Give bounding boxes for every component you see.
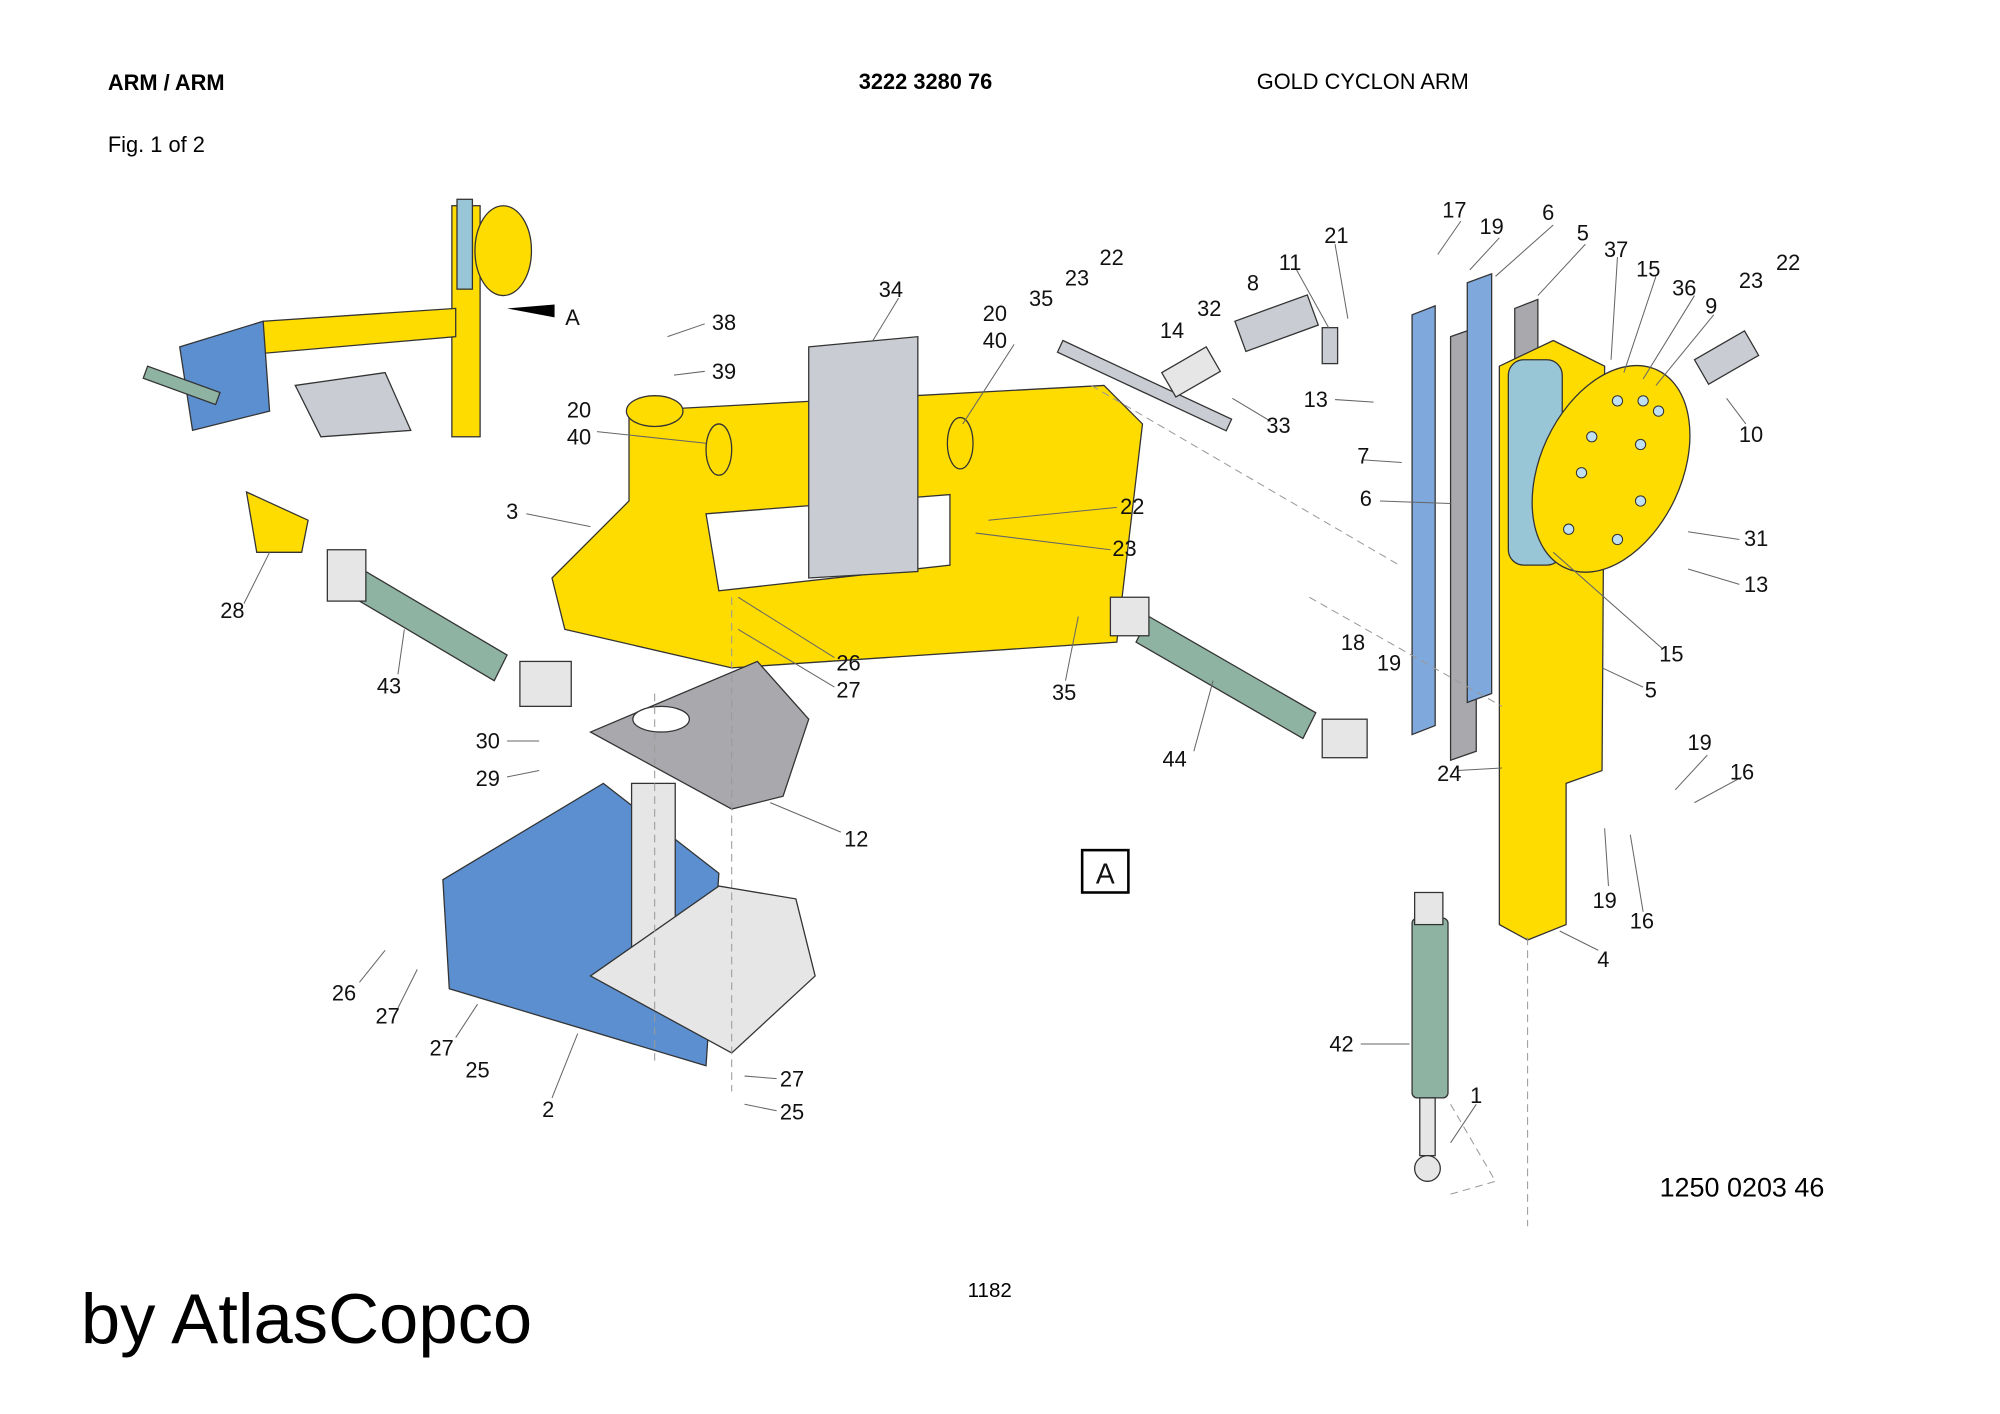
callout-6: 6 xyxy=(1542,200,1554,225)
callout-25: 25 xyxy=(465,1057,489,1082)
cylinder-42 xyxy=(1411,891,1449,1182)
strip-7 xyxy=(1411,304,1436,736)
header-part-number: 3222 3280 76 xyxy=(859,69,992,94)
callout-19: 19 xyxy=(1687,730,1711,755)
callout-8: 8 xyxy=(1247,270,1259,295)
callout-43: 43 xyxy=(377,674,401,699)
callout-27: 27 xyxy=(376,1003,400,1028)
callout-38: 38 xyxy=(712,310,736,335)
callout-11: 11 xyxy=(1279,250,1302,275)
callout-18: 18 xyxy=(1341,630,1365,655)
callout-5: 5 xyxy=(1645,677,1657,702)
callout-22: 22 xyxy=(1120,494,1144,519)
callout-6: 6 xyxy=(1360,486,1372,511)
callout-23: 23 xyxy=(1112,536,1136,561)
callout-7: 7 xyxy=(1357,444,1369,469)
callout-27: 27 xyxy=(429,1036,453,1061)
callout-25: 25 xyxy=(780,1100,804,1125)
callout-21: 21 xyxy=(1324,223,1348,248)
main-arm-frame xyxy=(551,335,1144,669)
detail-box xyxy=(1080,848,1130,894)
callout-9: 9 xyxy=(1705,294,1717,319)
callout-12: 12 xyxy=(844,826,868,851)
callout-26: 26 xyxy=(332,980,356,1005)
watermark: by AtlasCopco xyxy=(81,1279,532,1358)
callout-5: 5 xyxy=(1577,220,1589,245)
callout-31: 31 xyxy=(1744,526,1768,551)
page-number: 1182 xyxy=(968,1279,1012,1302)
callout-30: 30 xyxy=(476,729,500,754)
callout-42: 42 xyxy=(1329,1032,1353,1057)
callout-27: 27 xyxy=(836,677,860,702)
header-title: ARM / ARM xyxy=(108,70,225,95)
callout-22: 22 xyxy=(1776,250,1800,275)
callout-1: 1 xyxy=(1470,1083,1482,1108)
callout-35: 35 xyxy=(1029,286,1053,311)
callout-15: 15 xyxy=(1636,256,1660,281)
column xyxy=(1498,339,1691,941)
callout-40: 40 xyxy=(983,328,1007,353)
callout-labels: 1719653715369232210311315521118321433137… xyxy=(220,197,1800,1124)
callout-34: 34 xyxy=(879,277,903,302)
callout-20: 20 xyxy=(983,301,1007,326)
callout-23: 23 xyxy=(1065,265,1089,290)
callout-14: 14 xyxy=(1160,318,1184,343)
callout-23: 23 xyxy=(1739,268,1763,293)
callout-19: 19 xyxy=(1377,650,1401,675)
callout-40: 40 xyxy=(567,424,591,449)
callout-36: 36 xyxy=(1672,276,1696,301)
detail-box-label: A xyxy=(1096,858,1115,890)
cylinder-44 xyxy=(1109,596,1368,759)
callout-19: 19 xyxy=(1480,214,1504,239)
callout-16: 16 xyxy=(1630,908,1654,933)
callout-37: 37 xyxy=(1604,237,1628,262)
callout-39: 39 xyxy=(712,359,736,384)
callout-24: 24 xyxy=(1437,761,1461,786)
detail-marker: A xyxy=(565,305,580,330)
callout-19: 19 xyxy=(1592,888,1616,913)
callout-15: 15 xyxy=(1659,641,1683,666)
callout-3: 3 xyxy=(506,499,518,524)
callout-44: 44 xyxy=(1162,747,1186,772)
callout-4: 4 xyxy=(1597,947,1609,972)
callout-2: 2 xyxy=(542,1097,554,1122)
figure-label: Fig. 1 of 2 xyxy=(108,132,205,157)
drawing-number: 1250 0203 46 xyxy=(1660,1173,1825,1203)
cylinder-43 xyxy=(245,490,572,708)
callout-28: 28 xyxy=(220,598,244,623)
callout-13: 13 xyxy=(1304,387,1328,412)
callout-17: 17 xyxy=(1442,197,1466,222)
callout-27: 27 xyxy=(780,1066,804,1091)
callout-20: 20 xyxy=(567,398,591,423)
plate-12 xyxy=(589,660,810,810)
base-bracket xyxy=(442,782,816,1067)
callout-26: 26 xyxy=(836,650,860,675)
callout-33: 33 xyxy=(1266,413,1290,438)
callout-32: 32 xyxy=(1197,296,1221,321)
header-description: GOLD CYCLON ARM xyxy=(1257,69,1469,94)
callout-16: 16 xyxy=(1730,760,1754,785)
callout-29: 29 xyxy=(476,766,500,791)
callout-22: 22 xyxy=(1100,245,1124,270)
overview-thumbnail: A xyxy=(142,198,580,438)
callout-35: 35 xyxy=(1052,680,1076,705)
callout-13: 13 xyxy=(1744,572,1768,597)
callout-10: 10 xyxy=(1739,422,1763,447)
